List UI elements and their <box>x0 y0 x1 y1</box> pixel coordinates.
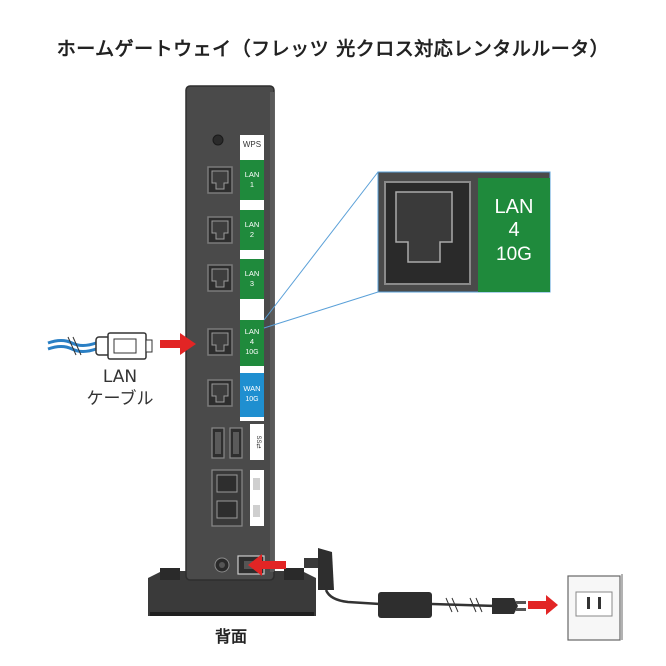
lan3-label-line2: 3 <box>250 279 254 288</box>
lan1-port <box>207 166 233 194</box>
wan-port <box>207 379 233 407</box>
usb-label-box <box>250 424 264 460</box>
outlet-arrow <box>528 595 558 615</box>
wps-button <box>212 134 224 146</box>
lan4-label-line3: 10G <box>245 349 258 356</box>
cable-label-line2: ケーブル <box>87 388 154 409</box>
usb-symbol: SS⇄ <box>255 435 262 448</box>
diagram-title: ホームゲートウェイ（フレッツ 光クロス対応レンタルルータ） <box>56 38 610 60</box>
wps-label: WPS <box>243 140 261 149</box>
wan-label-box <box>240 373 264 417</box>
cable-label-line1: LAN <box>103 367 137 387</box>
wps-label-box <box>240 135 264 151</box>
lan-arrow <box>160 333 196 355</box>
power-cable <box>304 548 526 618</box>
lan2-label-line2: 2 <box>250 230 254 239</box>
power-arrow <box>248 554 286 576</box>
lan1-label-line2: 1 <box>250 180 254 189</box>
lan2-port <box>207 216 233 244</box>
lan3-port <box>207 264 233 292</box>
zoom-label-line3: 10G <box>496 244 532 265</box>
wall-outlet <box>567 574 623 641</box>
lan3-label-box <box>240 259 264 299</box>
lan1-label-line1: LAN <box>245 170 260 179</box>
zoom-label-line2: 4 <box>508 219 519 241</box>
lan2-label-line1: LAN <box>245 220 260 229</box>
zoom-lines <box>263 171 379 329</box>
lan4-label-box <box>240 320 264 366</box>
usb-ports <box>211 427 243 459</box>
wan-label-line2: 10G <box>245 396 258 403</box>
lan3-label-line1: LAN <box>245 269 260 278</box>
phone-ports <box>211 469 264 527</box>
wan-label-line1: WAN <box>243 384 260 393</box>
lan4-port <box>207 328 233 356</box>
lan2-label-box <box>240 210 264 250</box>
zoom-box <box>377 171 551 293</box>
zoom-label-line1: LAN <box>495 196 534 218</box>
lan-cable <box>47 332 153 360</box>
lan1-label-box <box>240 160 264 200</box>
back-label: 背面 <box>215 627 247 646</box>
lan4-label-line2: 4 <box>250 337 254 346</box>
router-stand <box>148 568 316 616</box>
lan4-label-line1: LAN <box>245 327 260 336</box>
